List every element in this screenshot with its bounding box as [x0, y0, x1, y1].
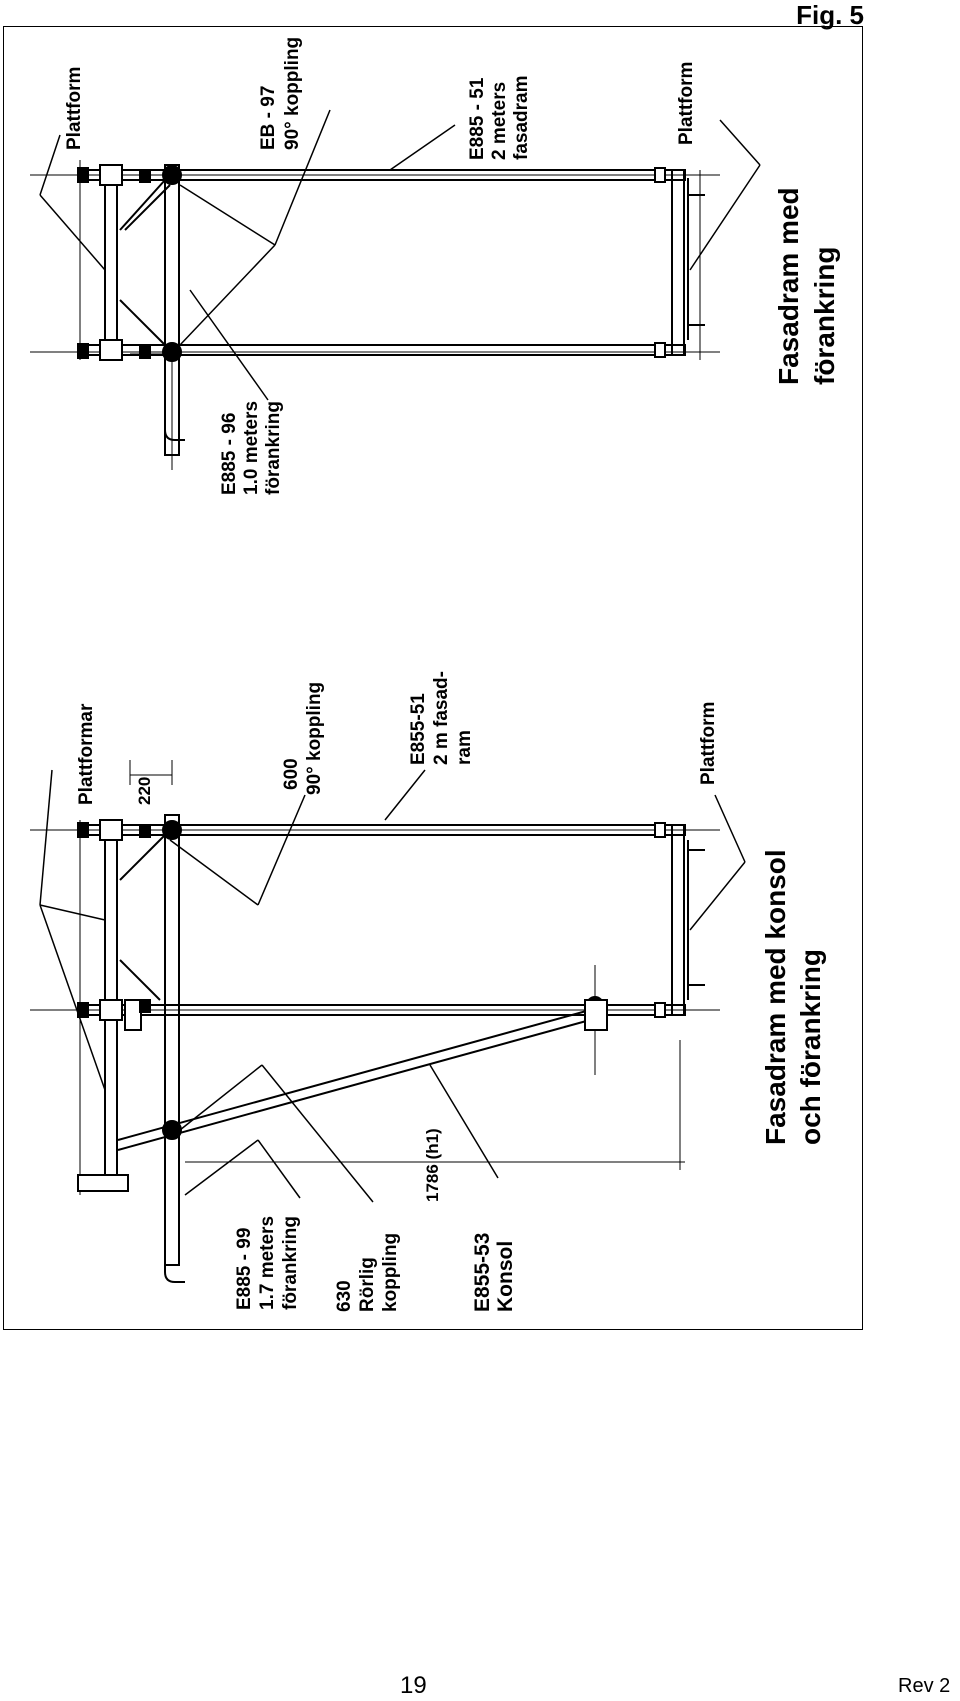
- label-eb97-line2: 90° koppling: [282, 37, 303, 150]
- label-e885-99-line1: E885 - 99: [234, 1228, 255, 1310]
- label-630-line3: koppling: [380, 1233, 401, 1312]
- label-600-line1: 600: [281, 758, 302, 790]
- label-e885-51-line1: E885 - 51: [467, 77, 488, 160]
- label-e885-96-line2: 1.0 meters: [241, 401, 262, 495]
- figure-label: Fig. 5: [796, 0, 864, 30]
- label-600-line2: 90° koppling: [304, 682, 325, 795]
- label-e855-51-line1: E855-51: [408, 693, 429, 765]
- label-dim-220: 220: [135, 777, 154, 805]
- label-plattform-bottom: Plattform: [698, 702, 719, 785]
- label-e885-51-line3: fasadram: [511, 76, 532, 161]
- top-diagram-labels: Plattform EB - 97 90° koppling E885 - 51…: [64, 37, 840, 495]
- label-e885-51-line2: 2 meters: [489, 82, 510, 160]
- label-dim-1786: 1786 (h1): [423, 1128, 442, 1202]
- label-plattform-top-right: Plattform: [676, 62, 697, 145]
- revision-label: Rev 2: [898, 1675, 951, 1697]
- top-scaffold-drawing: [30, 109, 761, 470]
- bottom-diagram-title-line1: Fasadram med konsol: [760, 849, 791, 1145]
- page-number: 19: [400, 1672, 427, 1699]
- label-e885-96-line3: förankring: [263, 401, 284, 495]
- label-e855-53-line2: Konsol: [494, 1241, 517, 1312]
- label-e885-96-line1: E885 - 96: [219, 413, 240, 495]
- label-630-line1: 630: [334, 1280, 355, 1312]
- top-diagram-title-line2: förankring: [809, 247, 840, 385]
- bottom-scaffold-drawing: [30, 760, 746, 1283]
- label-e885-99-line3: förankring: [280, 1216, 301, 1310]
- label-e855-53-line1: E855-53: [471, 1233, 494, 1312]
- bottom-diagram-labels: Plattformar 220 600 90° koppling E855-51…: [76, 671, 826, 1312]
- label-630-line2: Rörlig: [357, 1257, 378, 1312]
- label-eb97-line1: EB - 97: [258, 86, 279, 150]
- diagram-frame: [3, 26, 863, 1330]
- label-e855-51-line2: 2 m fasad-: [431, 671, 452, 765]
- label-e885-99-line2: 1.7 meters: [257, 1216, 278, 1310]
- top-diagram-title-line1: Fasadram med: [773, 187, 804, 385]
- label-plattform-top-left: Plattform: [64, 67, 85, 150]
- label-e855-51-line3: ram: [454, 730, 475, 765]
- label-plattformar: Plattformar: [76, 703, 97, 805]
- bottom-diagram-title-line2: och förankring: [795, 949, 826, 1145]
